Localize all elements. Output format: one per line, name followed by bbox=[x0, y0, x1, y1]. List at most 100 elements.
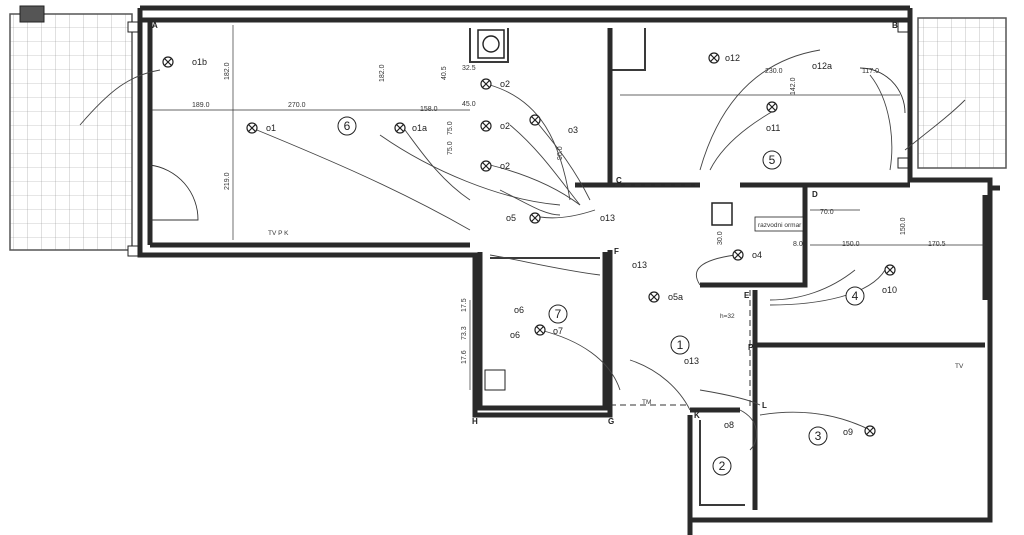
fixture-label: o11 bbox=[766, 123, 780, 133]
room-tag-7: 7 bbox=[548, 304, 568, 324]
dimension-value: 158.0 bbox=[420, 106, 438, 113]
ceiling-lamp-icon bbox=[648, 291, 660, 303]
wiring bbox=[79, 49, 966, 451]
room-tag-3: 3 bbox=[808, 426, 828, 446]
ceiling-lamp-icon bbox=[708, 52, 720, 64]
dimension-value: 32.5 bbox=[462, 65, 476, 72]
dimension-value: 219.0 bbox=[224, 172, 231, 190]
column bbox=[127, 245, 139, 257]
room-number: 2 bbox=[719, 459, 726, 473]
door-swing bbox=[149, 164, 199, 221]
room-tag-6: 6 bbox=[337, 116, 357, 136]
column bbox=[127, 21, 139, 33]
door-swing bbox=[859, 67, 906, 114]
dimension-value: 182.0 bbox=[379, 64, 386, 82]
fixture-label: o1b bbox=[192, 57, 207, 67]
fixture-label: o12 bbox=[725, 53, 740, 63]
grid-letter: L bbox=[762, 401, 767, 410]
fixture-label: o4 bbox=[752, 250, 762, 260]
fixture-label: o2 bbox=[500, 79, 510, 89]
room-number: 7 bbox=[555, 307, 562, 321]
room-tag-1: 1 bbox=[670, 335, 690, 355]
ceiling-lamp-icon bbox=[529, 114, 541, 126]
grid-letter: B bbox=[892, 21, 898, 30]
fixture-label: o6 bbox=[510, 330, 520, 340]
grid-letters: A B C D E F G H P L K bbox=[152, 21, 898, 426]
fixture-label: o9 bbox=[843, 427, 853, 437]
note: TM bbox=[642, 399, 651, 406]
column bbox=[897, 21, 909, 33]
fixture-label: o1 bbox=[266, 123, 276, 133]
grid-letter: E bbox=[744, 291, 750, 300]
fixture-labels: o1b o1 o1a o2 o2 o2 o3 o5 o13 o12 o12a o… bbox=[192, 53, 897, 437]
dimension-value: 8.0 bbox=[793, 241, 803, 248]
grid-letter: A bbox=[152, 21, 158, 30]
dimension-values: 189.0 270.0 158.0 182.0 219.0 182.0 40.5… bbox=[192, 62, 946, 364]
ceiling-lamp-icon bbox=[534, 324, 546, 336]
room-tag-4: 4 bbox=[845, 286, 865, 306]
fixture-label: o3 bbox=[568, 125, 578, 135]
ceiling-lamp-icon bbox=[732, 249, 744, 261]
shower-icon bbox=[484, 369, 506, 391]
fixture-label: o8 bbox=[724, 420, 734, 430]
ceiling-lamp-icon bbox=[480, 78, 492, 90]
dimension-value: 150.0 bbox=[900, 217, 907, 235]
fixture-label: o5 bbox=[506, 213, 516, 223]
dimension-value: 30.0 bbox=[717, 231, 724, 245]
grid-letter: C bbox=[616, 176, 622, 185]
dimension-value: 40.5 bbox=[441, 66, 448, 80]
dimension-value: 17.6 bbox=[461, 350, 468, 364]
ceiling-lamp-icon bbox=[246, 122, 258, 134]
boiler-icon bbox=[482, 35, 500, 53]
fixture-label: o12a bbox=[812, 61, 832, 71]
room-tag-2: 2 bbox=[712, 456, 732, 476]
room-number: 3 bbox=[815, 429, 822, 443]
grid-letter: G bbox=[608, 417, 614, 426]
fixture-label: o10 bbox=[882, 285, 897, 295]
outer-walls bbox=[137, 5, 1000, 535]
right-balcony bbox=[917, 17, 1007, 169]
dimension-value: 230.0 bbox=[765, 68, 783, 75]
room-tag-5: 5 bbox=[762, 150, 782, 170]
ceiling-lamp-icon bbox=[480, 120, 492, 132]
grid-letter: H bbox=[472, 417, 478, 426]
fixture-label: o13 bbox=[684, 356, 699, 366]
grid-letter: P bbox=[748, 343, 754, 352]
note: razvodni ormar bbox=[758, 222, 802, 229]
fixture-label: o6 bbox=[514, 305, 524, 315]
dimension-value: 142.0 bbox=[790, 77, 797, 95]
dimension-value: 90.0 bbox=[557, 146, 564, 160]
grid-letter: K bbox=[694, 411, 700, 420]
dimension-value: 170.5 bbox=[928, 241, 946, 248]
dimension-value: 189.0 bbox=[192, 102, 210, 109]
fixture-label: o7 bbox=[553, 326, 563, 336]
electric-box bbox=[711, 202, 733, 226]
dimension-value: 75.0 bbox=[447, 121, 454, 135]
dimension-value: 73.3 bbox=[461, 326, 468, 340]
fixture-label: o13 bbox=[600, 213, 615, 223]
column bbox=[897, 157, 909, 169]
ceiling-lamp-icon bbox=[766, 101, 778, 113]
boiler-icon bbox=[477, 29, 505, 59]
note: h=32 bbox=[720, 313, 735, 320]
grid-letter: D bbox=[812, 190, 818, 199]
ceiling-lamp-icon bbox=[864, 425, 876, 437]
note: TV bbox=[955, 363, 964, 370]
dimension-value: 270.0 bbox=[288, 102, 306, 109]
fixture-label: o1a bbox=[412, 123, 427, 133]
dimension-value: 75.0 bbox=[447, 141, 454, 155]
dimension-value: 17.5 bbox=[461, 298, 468, 312]
distribution-box-label bbox=[754, 216, 804, 232]
note: TV P K bbox=[268, 230, 289, 237]
ceiling-lamp-icon bbox=[884, 264, 896, 276]
room-number: 4 bbox=[852, 289, 859, 303]
ceiling-lamp-icon bbox=[394, 122, 406, 134]
fixture-label: o2 bbox=[500, 161, 510, 171]
room-number: 1 bbox=[677, 338, 684, 352]
room-number: 6 bbox=[344, 119, 351, 133]
dimension-value: 117.0 bbox=[862, 68, 879, 75]
room-number: 5 bbox=[769, 153, 776, 167]
dimension-value: 70.0 bbox=[820, 209, 834, 216]
dimension-value: 150.0 bbox=[842, 241, 860, 248]
